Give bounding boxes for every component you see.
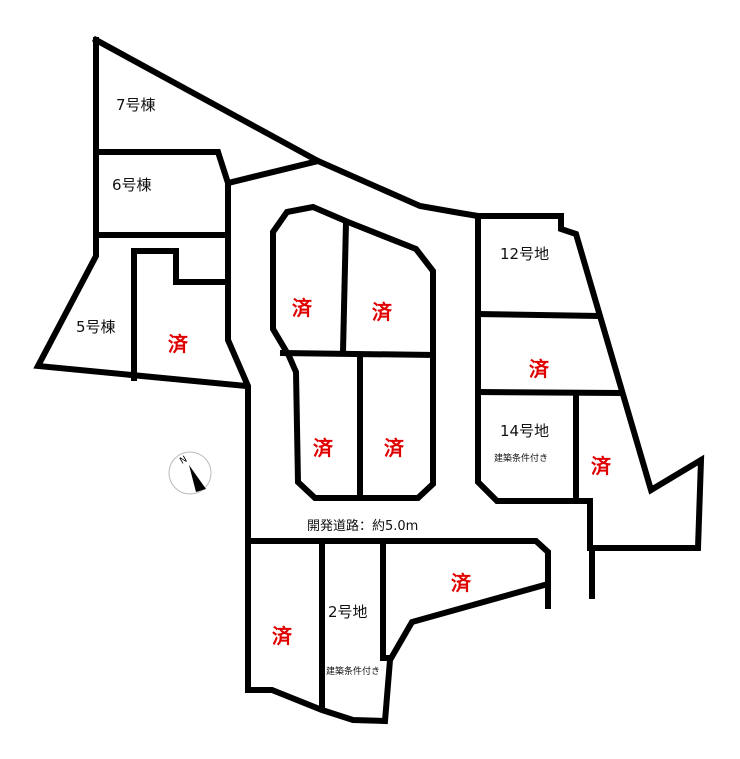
road-label: 開発道路：約5.0m [307,519,419,534]
lot-2-3-divider [380,540,393,661]
outer-top-edge [314,157,482,220]
lot-3-sold-badge: 済 [451,571,471,595]
center-block-boundary [270,203,436,501]
lot-c2-sold-badge: 済 [372,300,392,324]
east-block-boundary [475,213,705,551]
lot-1-sold-badge: 済 [272,624,292,648]
lot-15-sold-badge: 済 [591,454,611,478]
lot-14-label: 14号地 [500,422,550,440]
lot-2-label: 2号地 [328,603,368,621]
center-divider-1 [339,218,350,356]
lot-7-boundary [91,35,327,187]
svg-text:N: N [178,455,189,467]
lot-5-boundary [33,232,250,390]
lot-7-label: 7号棟 [116,96,156,114]
lot-4-sold-badge: 済 [168,332,188,356]
lot-2-note: 建築条件付き [326,667,381,677]
lot-13-14-divider [474,388,623,397]
lot-12-label: 12号地 [500,245,550,263]
lot-5-label: 5号棟 [76,318,116,336]
lot-14-note: 建築条件付き [494,454,549,464]
south-block-boundary [245,537,551,725]
lot-c1-sold-badge: 済 [292,296,312,320]
lot-13-sold-badge: 済 [529,357,549,381]
north-arrow-icon: N [168,451,212,495]
west-road-edge [225,180,251,543]
lot-4-boundary [131,248,231,381]
lot-c4-sold-badge: 済 [384,436,404,460]
lot-c3-sold-badge: 済 [313,436,333,460]
lot-12-13-divider [474,310,601,320]
lot-6-label: 6号棟 [112,176,152,194]
